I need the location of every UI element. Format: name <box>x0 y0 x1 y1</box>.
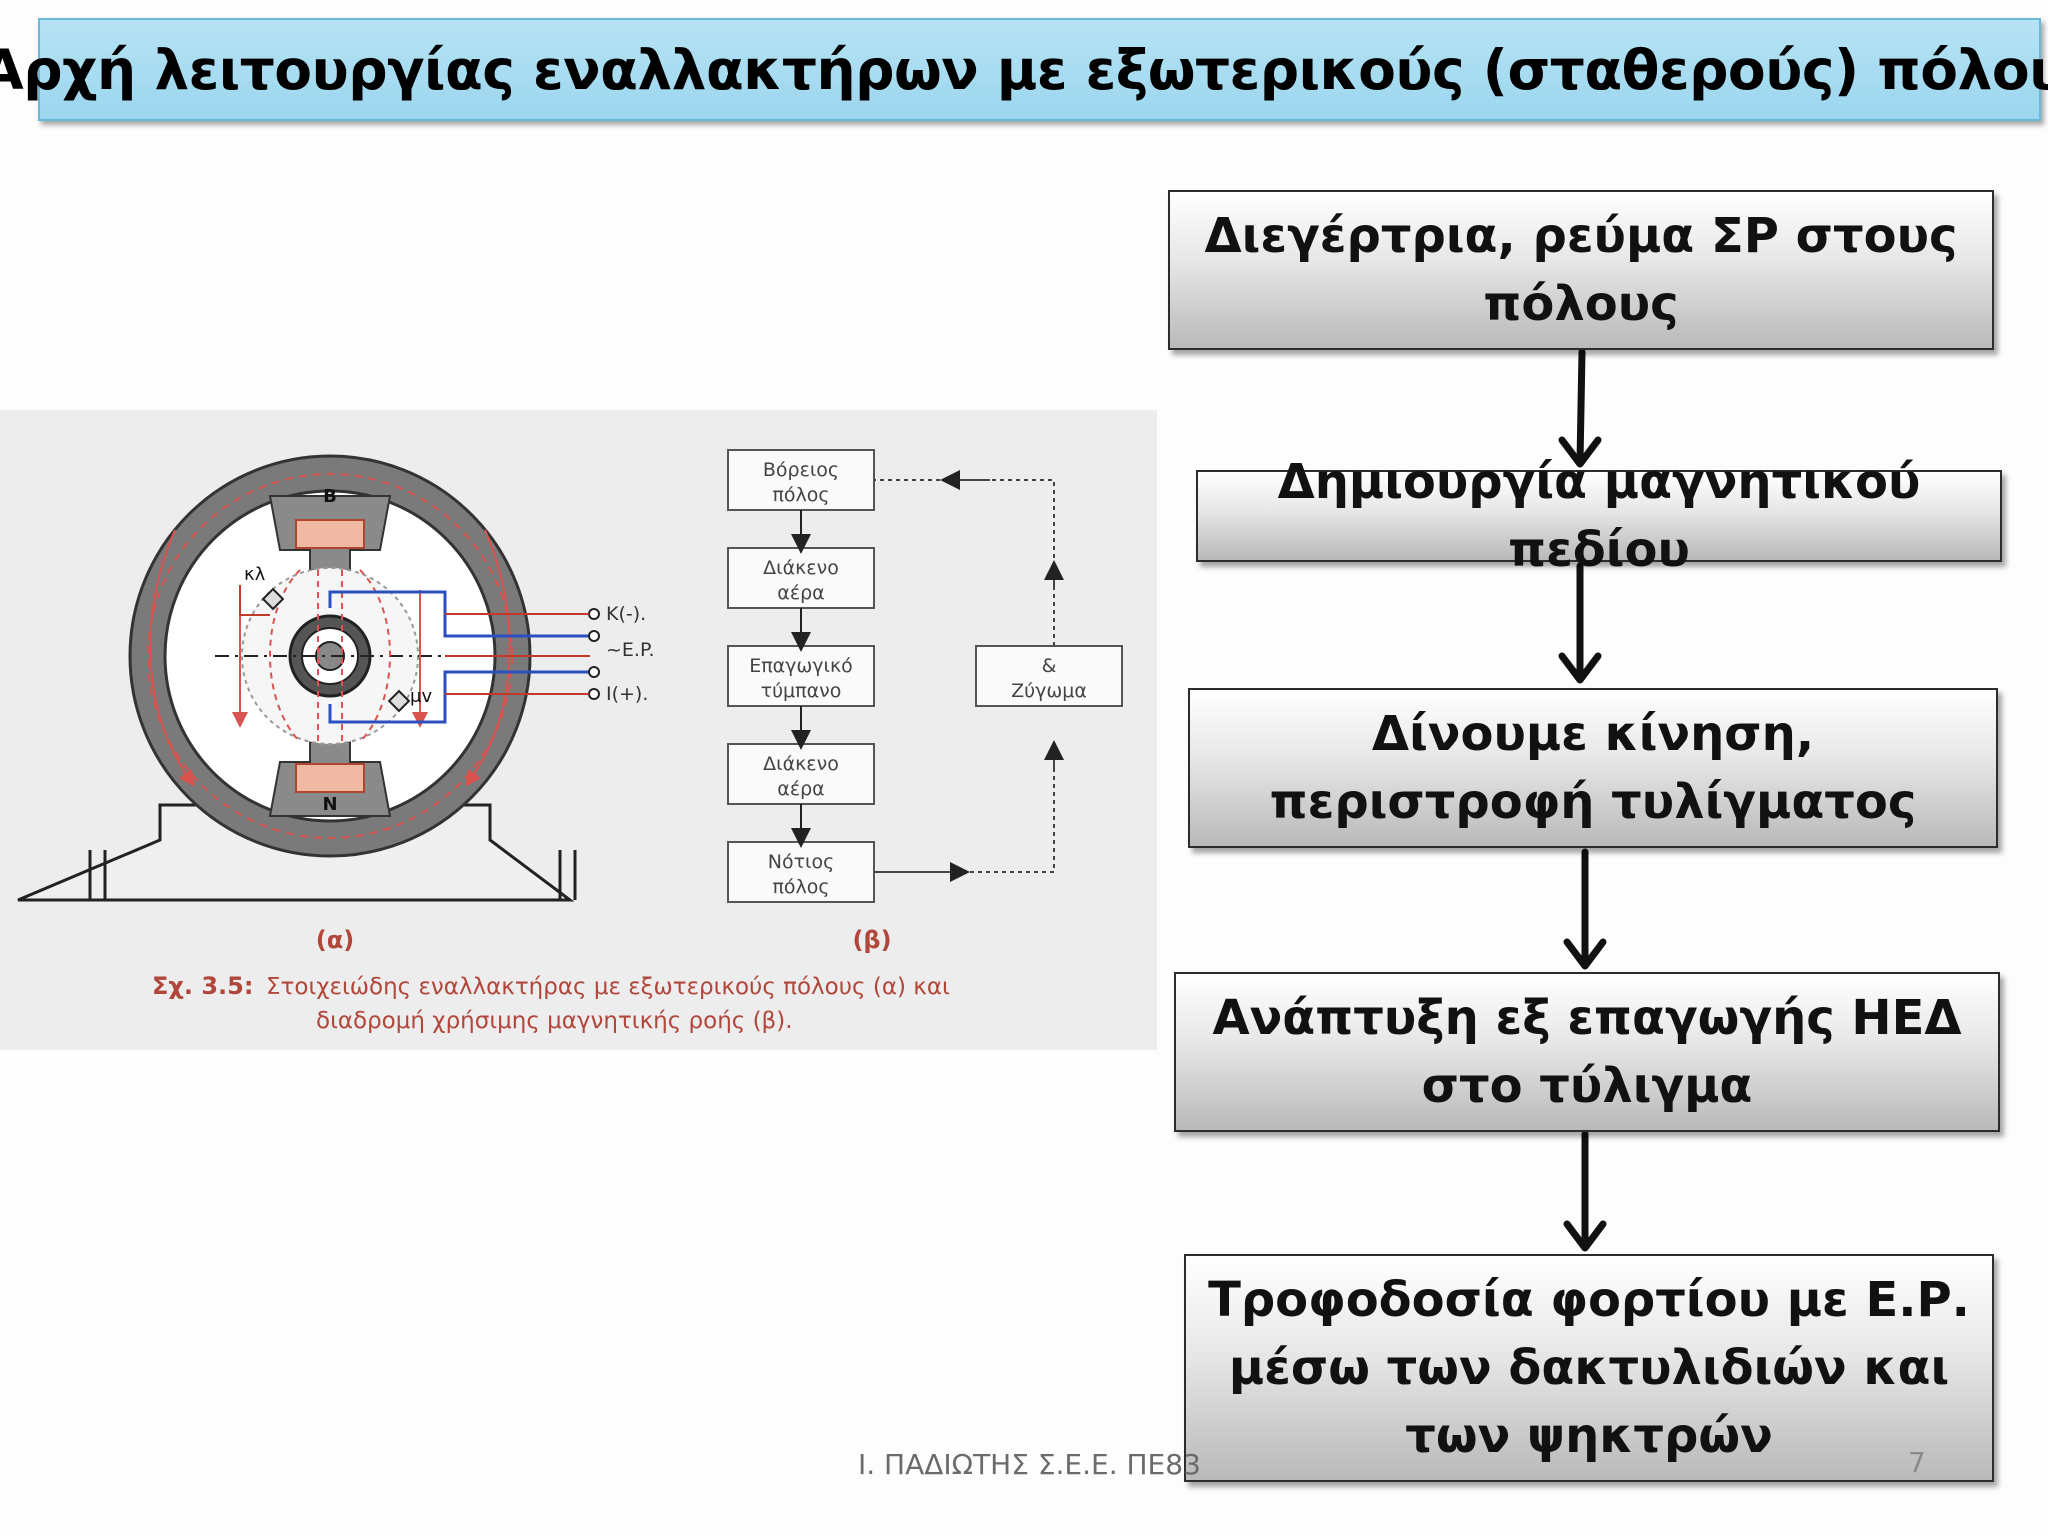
flow-step-1-text: Διεγέρτρια, ρεύμα ΣΡ στους πόλους <box>1204 208 1958 332</box>
flux-box-2-line-2: αέρα <box>777 582 824 604</box>
winding-leads <box>239 585 590 724</box>
slide-title: Αρχή λειτουργίας εναλλακτήρων με εξωτερι… <box>0 37 2048 102</box>
subfigure-a-label: (α) <box>316 926 354 954</box>
flux-box-3-line-2: τύμπανο <box>761 680 842 702</box>
flux-box-2-line-1: Διάκενο <box>763 557 839 579</box>
brush-m-icon <box>387 689 411 713</box>
flux-side-box-line-2: Ζύγωμα <box>1011 680 1087 702</box>
flow-step-1: Διεγέρτρια, ρεύμα ΣΡ στους πόλους <box>1168 190 1994 350</box>
figure-illustration: B N <box>17 449 1123 1034</box>
flux-lines <box>149 529 511 787</box>
rotor-drum <box>215 567 445 745</box>
terminals <box>445 608 600 700</box>
north-pole-label: B <box>323 486 337 507</box>
caption-line-2: διαδρομή χρήσιμης μαγνητικής ροής (β). <box>316 1008 793 1034</box>
flow-step-2-text: Δημιουργία μαγνητικού πεδίου <box>1277 454 1921 578</box>
caption-line-1: Στοιχειώδης εναλλακτήρας με εξωτερικούς … <box>266 974 950 1000</box>
south-pole-label: N <box>322 794 337 815</box>
flow-step-5-text: Τροφοδοσία φορτίου με Ε.Ρ. μέσω των δακτ… <box>1208 1272 1970 1464</box>
flux-box-3-line-1: Επαγωγικό <box>749 655 853 677</box>
flow-step-2: Δημιουργία μαγνητικού πεδίου <box>1196 454 2002 578</box>
caption-prefix: Σχ. 3.5: <box>152 972 253 1000</box>
terminal-k-label: K(-). <box>606 603 646 625</box>
flux-box-5-line-2: πόλος <box>772 876 829 898</box>
arrow-3-icon <box>1563 848 1607 970</box>
south-pole <box>268 741 392 817</box>
flux-box-5-line-1: Νότιος <box>768 851 834 873</box>
flux-box-4-line-1: Διάκενο <box>763 753 839 775</box>
terminal-i-label: I(+). <box>606 683 648 705</box>
terminal-ep-label: ~E.P. <box>606 639 655 661</box>
brush-m-label: μv <box>410 686 432 707</box>
north-pole <box>268 495 392 571</box>
brush-k-icon <box>261 587 285 611</box>
figure-panel: B N <box>0 410 1157 1050</box>
title-bar: Αρχή λειτουργίας εναλλακτήρων με εξωτερι… <box>0 18 2048 121</box>
flow-step-3-text: Δίνουμε κίνηση, περιστροφή τυλίγματος <box>1269 706 1917 830</box>
flux-side-box-line-1: & <box>1042 655 1057 677</box>
arrow-4-icon <box>1563 1130 1607 1252</box>
arrow-1-icon <box>1558 348 1602 468</box>
footer-author: Ι. ΠΑΔΙΩΤΗΣ Σ.Ε.Ε. ΠΕ83 <box>858 1448 1201 1481</box>
flux-box-4-line-2: αέρα <box>777 778 824 800</box>
flow-step-4-text: Ανάπτυξη εξ επαγωγής ΗΕΔ στο τύλιγμα <box>1212 990 1962 1114</box>
flow-step-3: Δίνουμε κίνηση, περιστροφή τυλίγματος <box>1188 688 1998 848</box>
flow-step-4: Ανάπτυξη εξ επαγωγής ΗΕΔ στο τύλιγμα <box>1174 972 2000 1132</box>
page-number: 7 <box>1908 1446 1926 1479</box>
flux-box-1-line-2: πόλος <box>772 484 829 506</box>
brush-k-label: κλ <box>244 564 266 585</box>
flow-step-5: Τροφοδοσία φορτίου με Ε.Ρ. μέσω των δακτ… <box>1184 1254 1994 1482</box>
flux-box-1-line-1: Βόρειος <box>763 459 839 481</box>
flux-path-diagram <box>727 449 1123 903</box>
subfigure-b-label: (β) <box>852 926 891 954</box>
arrow-2-icon <box>1558 562 1602 684</box>
